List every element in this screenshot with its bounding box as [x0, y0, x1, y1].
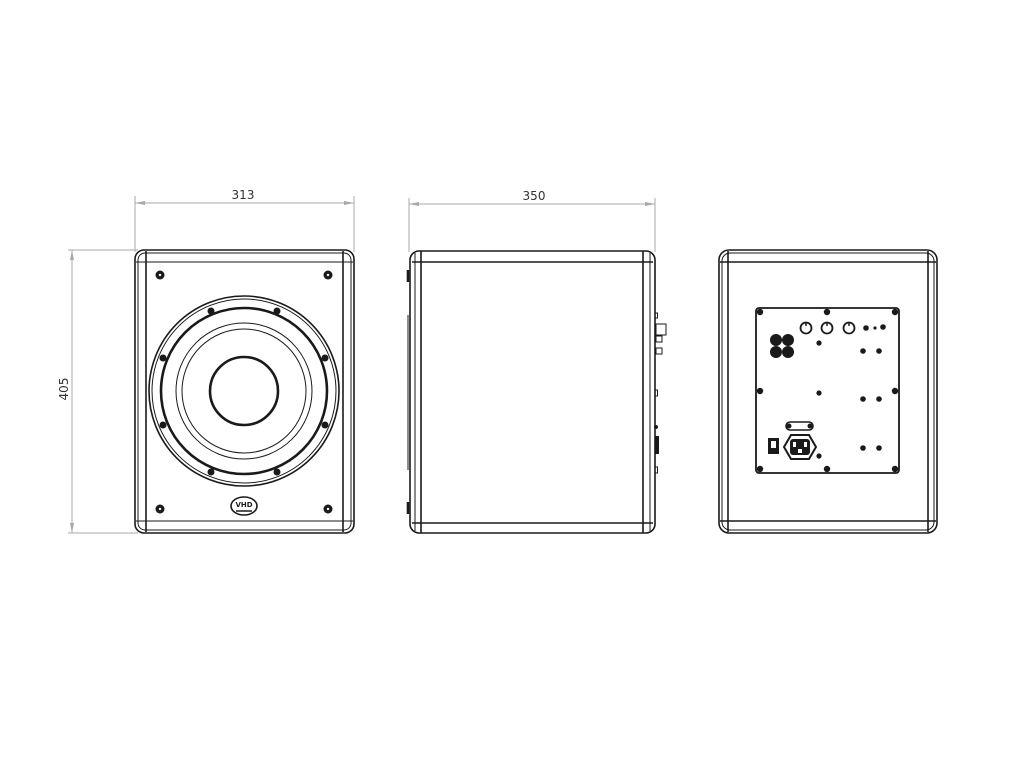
power-inlet-icon — [782, 434, 818, 460]
height-label: 405 — [57, 378, 71, 401]
front-view: VHD — [134, 249, 355, 534]
dimension-front-width — [134, 196, 355, 252]
dimension-side-depth — [408, 198, 656, 252]
brand-logo-icon: VHD — [230, 496, 258, 516]
dimension-height — [68, 249, 138, 534]
input-jacks-icon — [860, 348, 882, 451]
side-view — [406, 250, 667, 534]
rear-connector-profile-icon — [654, 312, 667, 474]
logo-text: VHD — [235, 501, 252, 509]
power-switch-icon — [768, 438, 779, 454]
front-width-label: 313 — [232, 188, 255, 202]
woofer-driver-icon — [148, 295, 340, 487]
side-depth-label: 350 — [523, 189, 546, 203]
amplifier-plate — [755, 307, 900, 474]
speaker-terminals-icon — [770, 334, 794, 358]
control-knobs-icon — [799, 321, 856, 335]
rear-view — [718, 249, 938, 534]
fuse-holder-icon — [785, 421, 814, 431]
corner-screw-icon — [155, 270, 333, 514]
